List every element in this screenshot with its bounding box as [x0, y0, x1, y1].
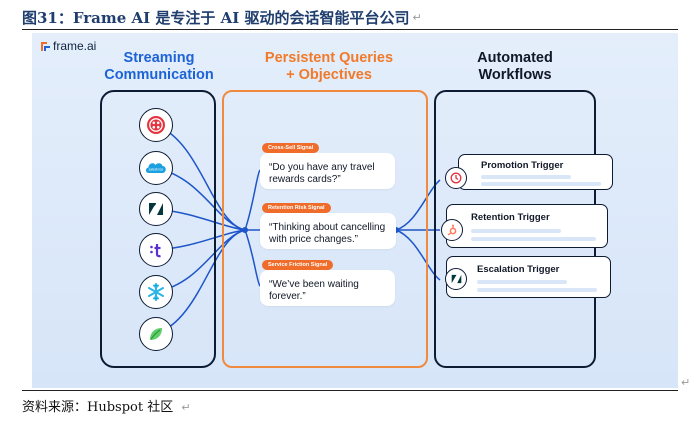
brand-name: frame.ai — [53, 39, 97, 53]
return-mark-icon: ↵ — [412, 10, 422, 24]
heading-streaming: Streaming Communication — [94, 50, 224, 84]
trigger-card-promotion: Promotion Trigger — [458, 154, 613, 190]
hubspot-icon — [441, 219, 463, 241]
sprout-icon — [139, 317, 173, 351]
signal-text-line: “Thinking about cancelling — [269, 222, 386, 233]
figure-caption: 图31：Frame AI 是专注于 AI 驱动的会话智能平台公司 ↵ — [22, 6, 422, 28]
signal-text-line: rewards cards?” — [269, 174, 341, 185]
heading-line: Communication — [104, 67, 214, 83]
queries-panel — [222, 90, 428, 368]
signal-tag-retention-risk: Retention Risk Signal — [262, 203, 331, 213]
placeholder-bar — [481, 175, 571, 179]
signal-tag-cross-sell: Cross-Sell Signal — [262, 143, 320, 153]
heading-line: Persistent Queries — [264, 50, 394, 66]
signal-bubble-cross-sell: “Do you have any travel rewards cards?” — [260, 153, 395, 189]
placeholder-bar — [477, 288, 597, 292]
trigger-card-retention: Retention Trigger — [446, 204, 608, 248]
heading-line: Automated — [477, 50, 553, 66]
heading-line: Workflows — [478, 67, 552, 83]
placeholder-bar — [471, 237, 596, 241]
return-mark-icon: ↵ — [681, 376, 691, 389]
salesforce-icon: salesforce — [139, 151, 173, 185]
placeholder-bar — [477, 280, 567, 284]
return-mark-icon: ↵ — [181, 401, 191, 414]
frame-ai-logo: frame.ai — [40, 39, 96, 53]
placeholder-bar — [481, 182, 601, 186]
signal-tag-service-friction: Service Friction Signal — [262, 260, 334, 270]
signal-text-line: “Do you have any travel — [269, 162, 375, 173]
caption-rule — [22, 29, 678, 30]
trigger-card-escalation: Escalation Trigger — [446, 256, 611, 298]
signal-text-line: with price changes.” — [269, 234, 358, 245]
placeholder-bar — [471, 229, 561, 233]
signal-text-line: forever.” — [269, 291, 306, 302]
heading-automated-workflows: Automated Workflows — [450, 50, 580, 84]
snowflake-icon — [139, 275, 173, 309]
heading-persistent-queries: Persistent Queries + Objectives — [244, 50, 414, 84]
signal-bubble-service-friction: “We’ve been waiting forever.” — [260, 270, 395, 306]
svg-text:salesforce: salesforce — [149, 168, 164, 172]
diagram-canvas: frame.ai Streaming Communication Persist… — [32, 33, 678, 388]
figure-source-text: 资料来源：Hubspot 社区 — [22, 400, 174, 415]
clock-icon — [445, 167, 467, 189]
source-rule — [22, 390, 678, 391]
zendesk-icon — [139, 192, 173, 226]
frame-logo-icon — [41, 41, 50, 51]
heading-line: Streaming — [123, 50, 195, 66]
zendesk-icon — [445, 268, 467, 290]
talkdesk-icon — [139, 233, 173, 267]
trigger-label: Promotion Trigger — [481, 160, 564, 171]
streaming-panel — [100, 90, 216, 368]
trigger-label: Escalation Trigger — [477, 264, 560, 275]
twilio-icon — [139, 108, 173, 142]
heading-line: + Objectives — [286, 67, 372, 83]
trigger-label: Retention Trigger — [471, 212, 550, 223]
figure-caption-text: 图31：Frame AI 是专注于 AI 驱动的会话智能平台公司 — [22, 8, 410, 27]
signal-bubble-retention-risk: “Thinking about cancelling with price ch… — [260, 213, 396, 249]
signal-text-line: “We’ve been waiting — [269, 279, 359, 290]
figure-source: 资料来源：Hubspot 社区 ↵ — [22, 396, 191, 415]
